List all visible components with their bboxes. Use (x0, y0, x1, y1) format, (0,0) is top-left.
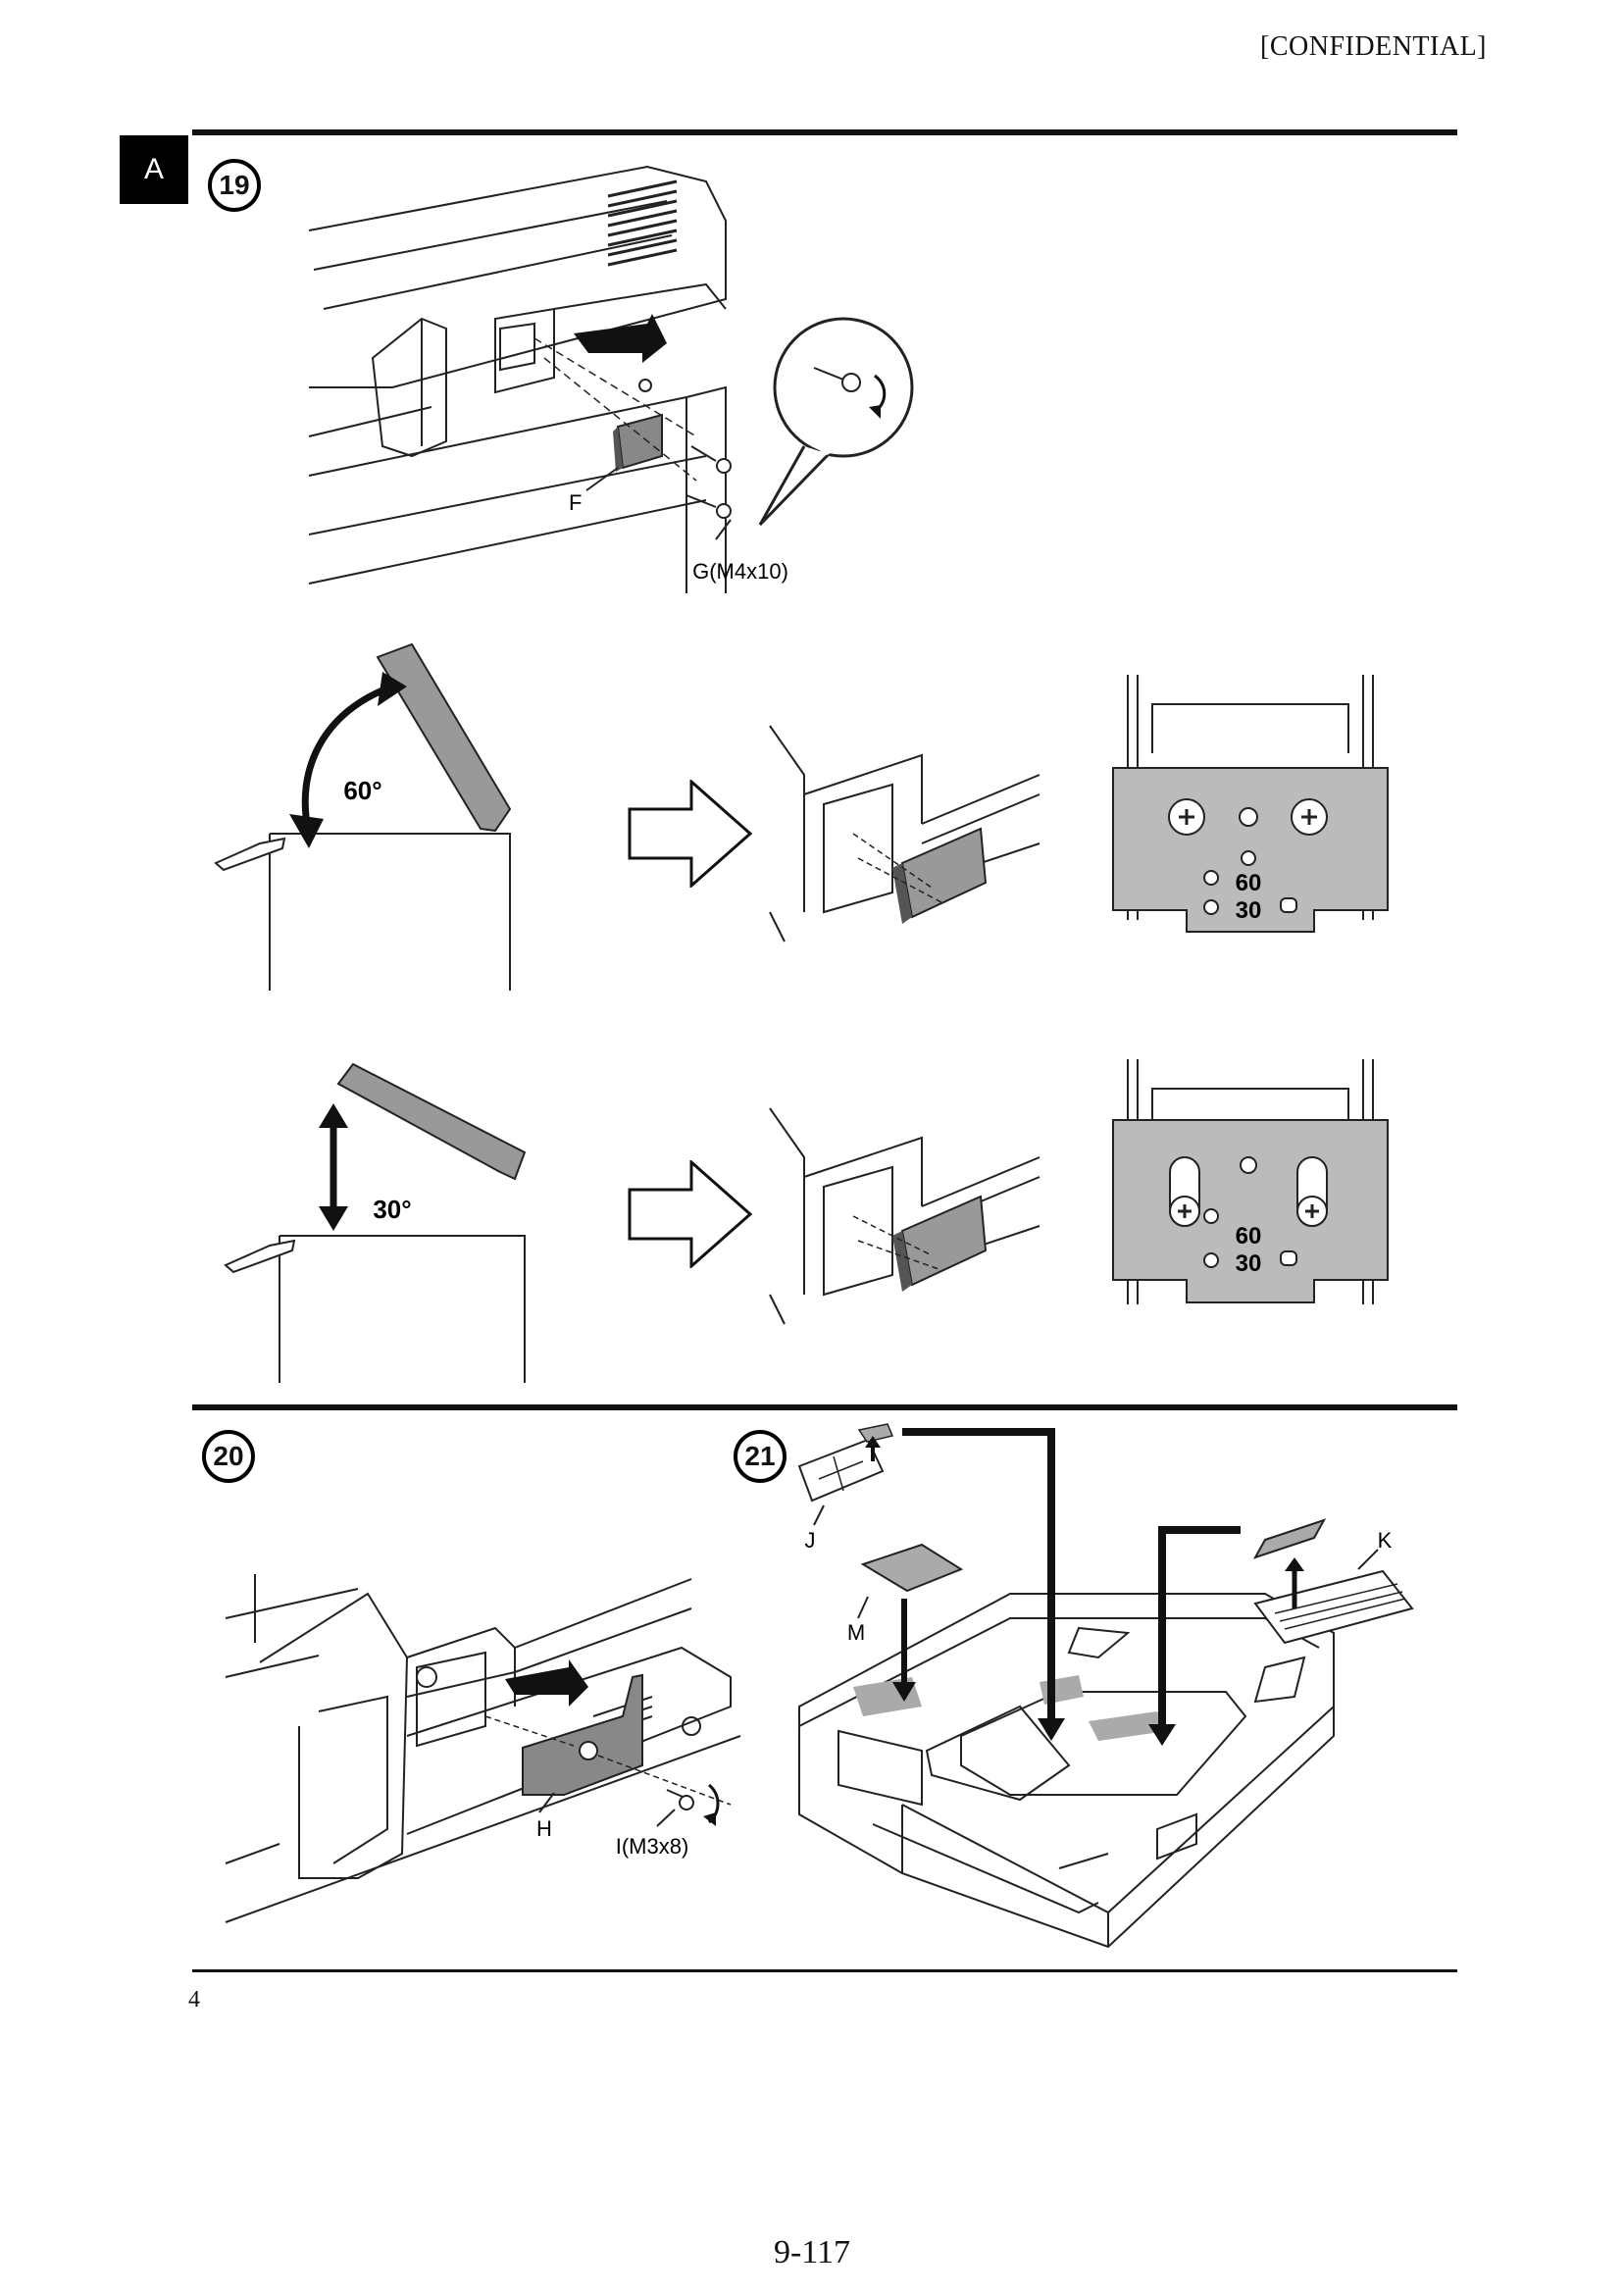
angle-60-label: 60° (343, 776, 381, 805)
plate-30-upper: 60 (1236, 1223, 1262, 1249)
label-j: J (805, 1528, 816, 1553)
label-m: M (847, 1620, 865, 1645)
label-h: H (536, 1816, 552, 1841)
angle-60-diagram: 60° (214, 642, 512, 991)
label-g: G(M4x10) (692, 559, 788, 584)
angle-30-diagram: 30° (224, 1062, 527, 1383)
plate-60-lower: 30 (1236, 897, 1262, 924)
arrow-60-icon (628, 780, 753, 888)
page-number: 9-117 (773, 2234, 851, 2270)
angle-30-label: 30° (373, 1195, 411, 1224)
step-19-illustration: F G(M4x10) (308, 165, 914, 593)
step-19-number: 19 (208, 159, 261, 212)
section-tab: A (120, 135, 188, 204)
label-i: I(M3x8) (616, 1834, 689, 1859)
confidential-label: [CONFIDENTIAL] (1260, 31, 1487, 62)
step-21-illustration: J M K (797, 1423, 1414, 1949)
plate-60-upper: 60 (1236, 870, 1262, 896)
bracket-30-closeup (769, 1107, 1040, 1325)
plate-30-closeup: 60 30 (1112, 1059, 1389, 1304)
label-k: K (1378, 1528, 1393, 1553)
step-20-number: 20 (202, 1430, 255, 1483)
page-note: 4 (188, 1987, 200, 2013)
plate-60-closeup: 60 30 (1112, 675, 1389, 933)
mid-rule (192, 1404, 1457, 1410)
arrow-30-icon (628, 1160, 753, 1268)
bottom-rule (192, 1969, 1457, 1972)
step-21-number: 21 (734, 1430, 787, 1483)
top-rule (192, 129, 1457, 135)
bracket-60-closeup (769, 725, 1040, 943)
label-f: F (569, 490, 582, 515)
plate-30-lower: 30 (1236, 1250, 1262, 1277)
step-20-illustration: H I(M3x8) (225, 1574, 741, 1923)
